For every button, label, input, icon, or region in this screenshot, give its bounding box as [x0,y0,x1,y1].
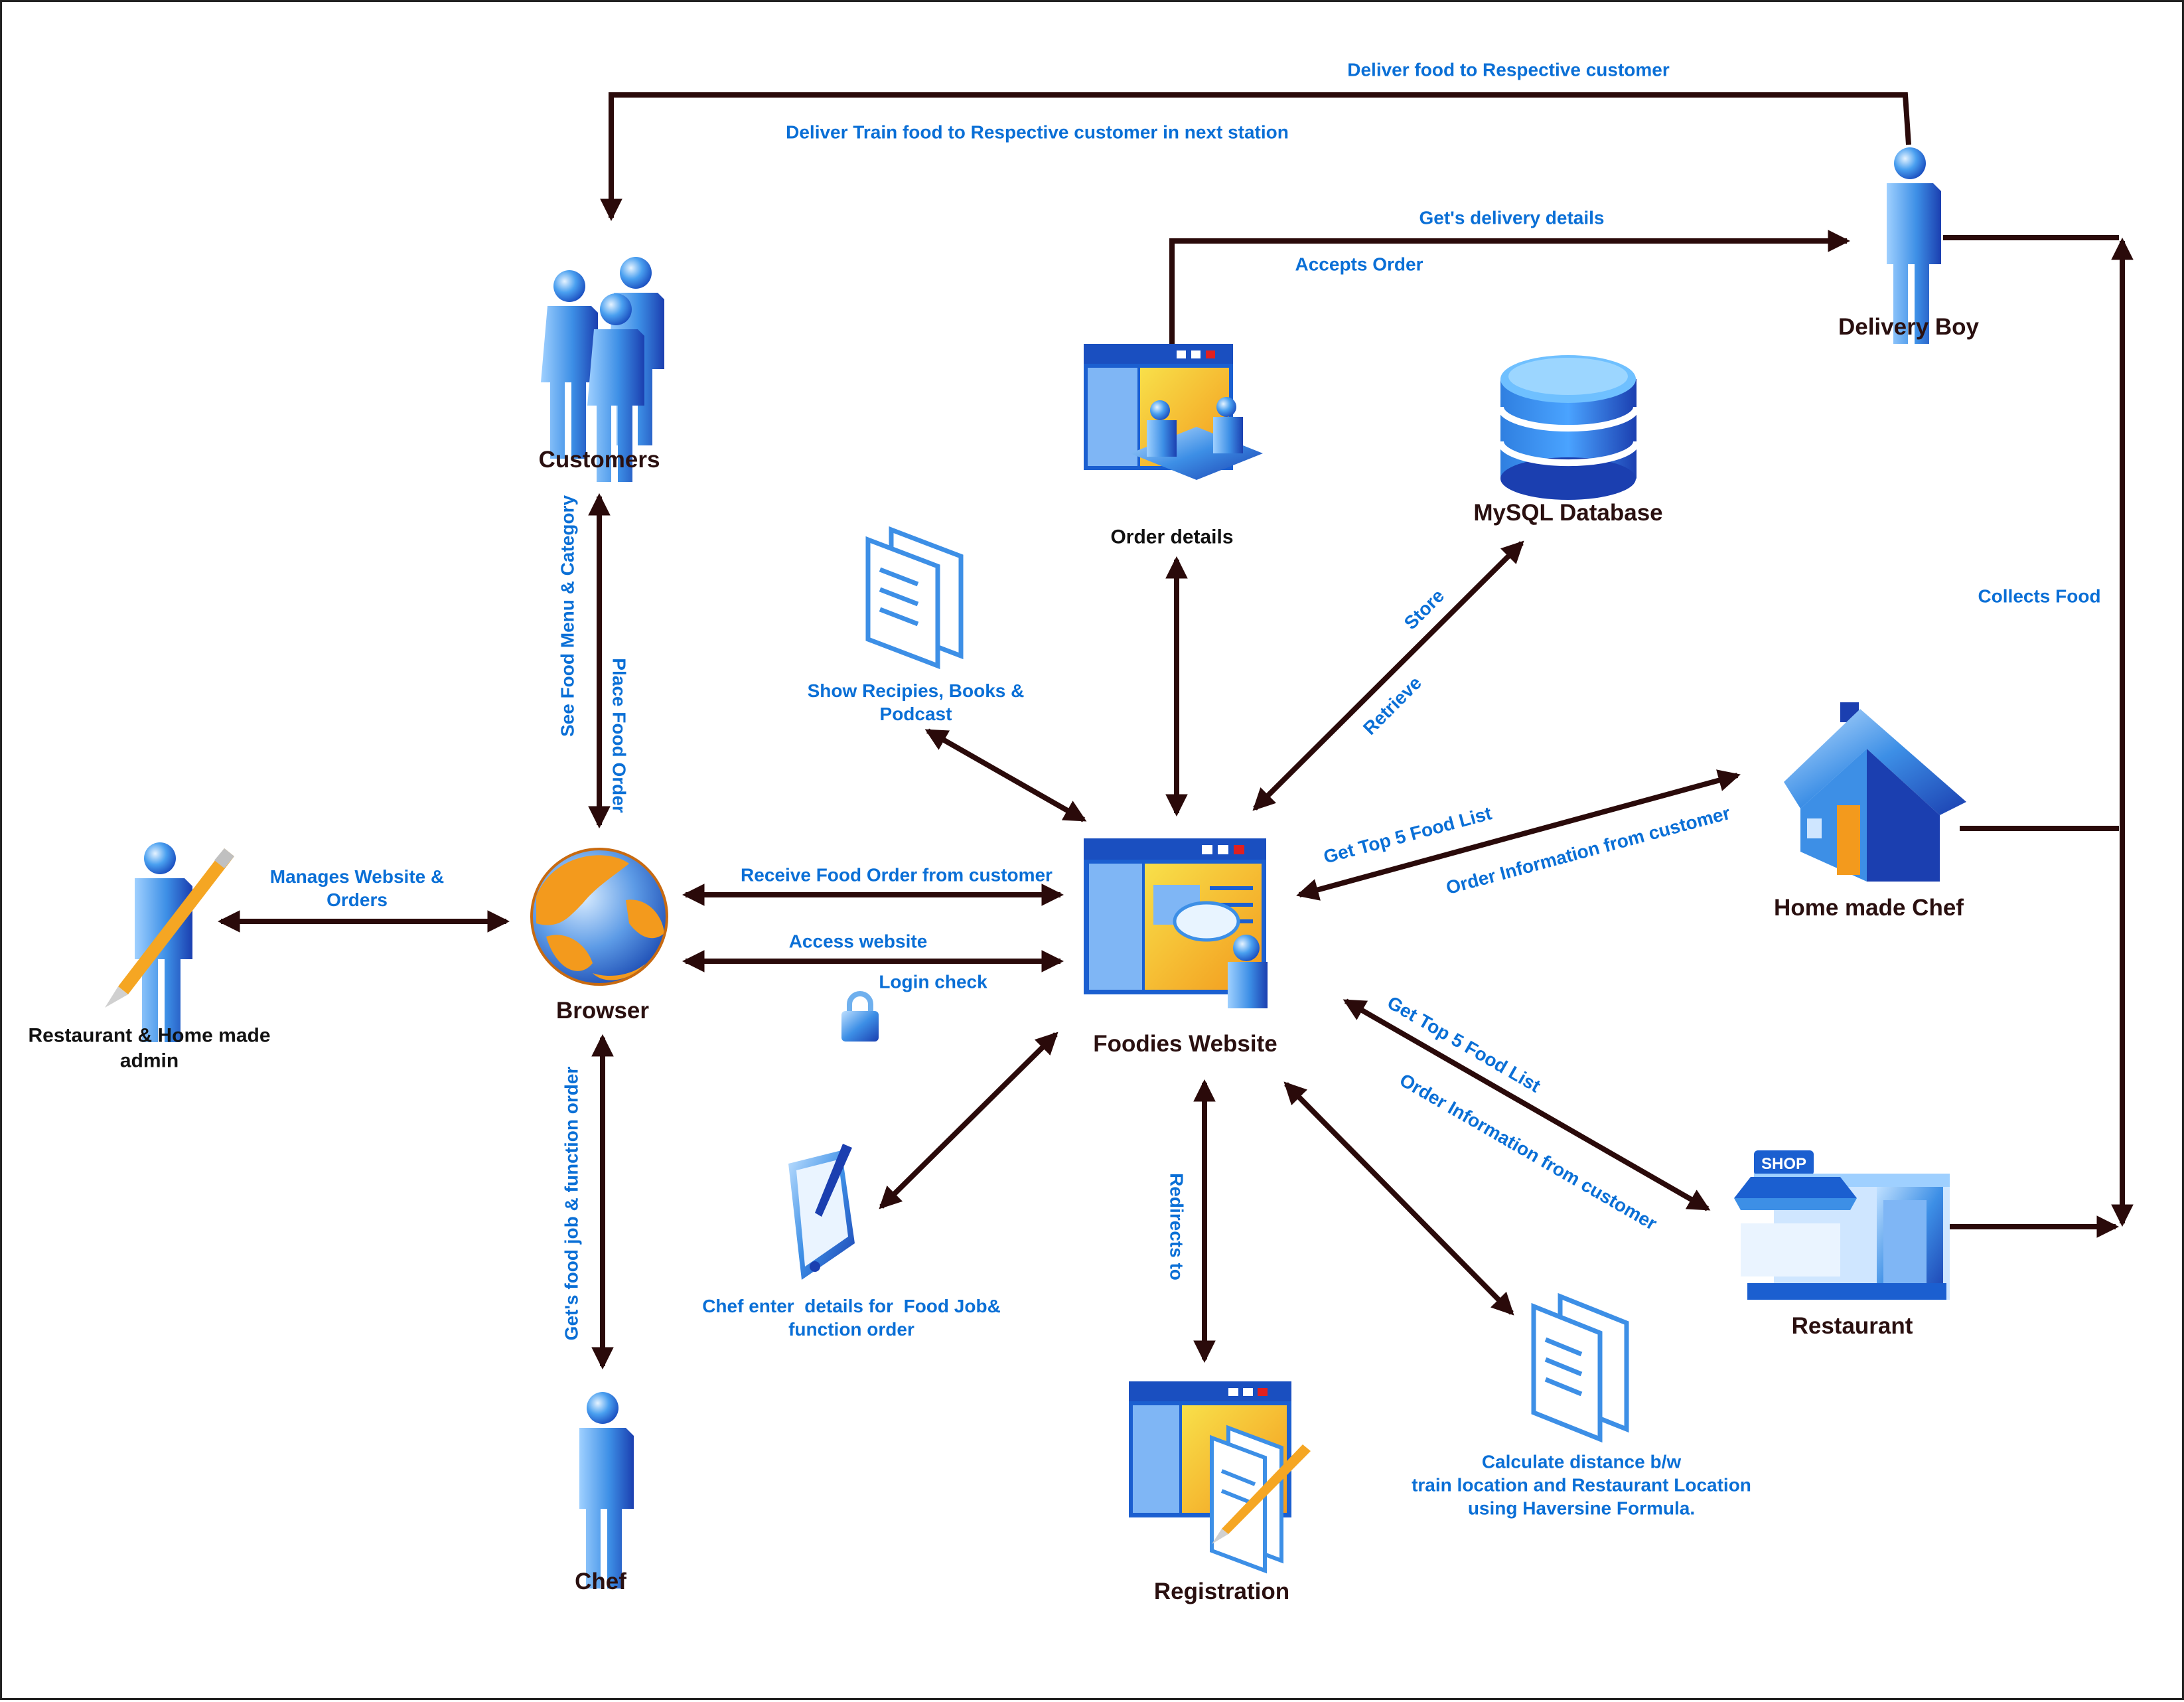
delivery-boy-label: Delivery Boy [1838,314,1980,341]
person-with-pencil-icon [105,842,234,1042]
arrow-delivery-to-customers [600,92,1911,222]
flow-show-recipes: Show Recipies, Books & Podcast [807,680,1025,724]
chef-label: Chef [575,1569,626,1595]
flow-redirects-to: Redirects to [1166,1173,1187,1280]
registration-window-icon [1129,1381,1311,1574]
registration-label: Registration [1153,1579,1290,1605]
flow-place-food-order: Place Food Order [609,658,630,813]
order-details-label: Order details [1110,526,1234,548]
house-icon [1784,702,1966,882]
people-group-icon [541,257,664,482]
mysql-database-label: MySQL Database [1473,500,1663,526]
admin-label: Restaurant & Home made admin [28,1024,271,1072]
flow-receive-food-order: Receive Food Order from customer [741,864,1053,886]
shop-sign-text: SHOP [1761,1155,1806,1173]
flow-deliver-food: Deliver food to Respective customer [1347,59,1670,80]
flow-manages-website: Manages Website & Orders [269,866,445,910]
flow-deliver-train-food: Deliver Train food to Respective custome… [786,121,1289,143]
recipes-documents-icon [865,526,964,670]
home-made-chef-label: Home made Chef [1774,895,1964,921]
website-window-icon [1084,838,1268,1008]
flow-access-website: Access website [788,931,928,952]
flow-gets-delivery-details: Get's delivery details [1419,207,1605,228]
arrow-website-docs [1283,1081,1514,1316]
flow-gets-food-job: Get's food job & function order [561,1066,582,1341]
flow-chef-enter-details: Chef enter details for Food Job& functio… [702,1296,1001,1340]
arrow-tablet-website [879,1032,1058,1209]
flow-collects-food: Collects Food [1978,585,2101,607]
arrow-order-to-delivery [1169,230,1851,344]
arrow-restaurant-website [1343,998,1711,1211]
tablet-pen-icon [788,1144,855,1280]
arrow-homechef-website [1296,769,1741,901]
flow-see-food-menu: See Food Menu & Category [557,495,578,737]
lock-icon [841,991,879,1042]
arrow-db-website [1252,540,1524,811]
restaurant-label: Restaurant [1791,1313,1913,1340]
customers-label: Customers [538,447,660,473]
distance-documents-icon [1531,1292,1629,1443]
flow-accepts-order: Accepts Order [1295,254,1423,275]
connectors [217,92,2134,1370]
foodies-website-label: Foodies Website [1093,1031,1277,1057]
globe-icon [530,848,668,986]
order-window-icon [1084,344,1263,480]
delivery-boy-person-icon [1887,147,1941,344]
flow-calculate-distance: Calculate distance b/w train location an… [1412,1451,1751,1519]
browser-label: Browser [555,998,650,1024]
chef-person-icon [579,1392,634,1588]
shop-icon: SHOP [1734,1150,1950,1300]
flow-login-check: Login check [879,971,987,992]
database-icon [1497,355,1640,500]
arrow-recipes-website [924,728,1087,822]
